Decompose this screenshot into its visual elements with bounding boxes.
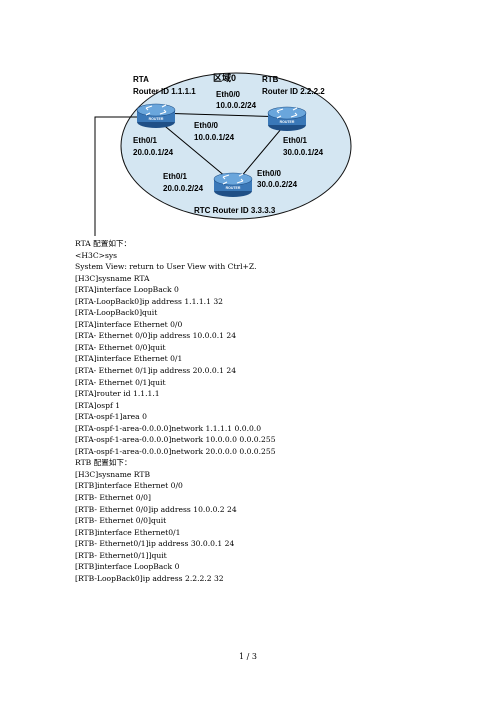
rtb-eth01-ip: 30.0.0.1/24: [283, 148, 324, 157]
page-number: 1 / 3: [239, 652, 257, 661]
link-rtb-rtc: [239, 121, 288, 179]
config-line: [RTA- Ethernet 0/1]quit: [75, 377, 166, 387]
config-line: [RTA-ospf-1]area 0: [75, 412, 147, 422]
router-rtb-icon-label: ROUTER: [280, 120, 295, 124]
config-line: [RTB- Ethernet0/1]]quit: [75, 550, 167, 560]
config-line: [RTA-ospf-1-area-0.0.0.0]network 1.1.1.1…: [75, 423, 262, 433]
config-line: [RTA]ospf 1: [75, 400, 121, 410]
config-line: [RTB]interface Ethernet0/1: [75, 527, 181, 537]
config-line: [RTA- Ethernet 0/1]ip address 20.0.0.1 2…: [75, 366, 237, 376]
config-line: [RTB-LoopBack0]ip address 2.2.2.2 32: [75, 573, 224, 583]
rta-eth00-name: Eth0/0: [194, 121, 219, 130]
router-rta-icon-label: ROUTER: [149, 117, 164, 121]
config-line: [RTA-LoopBack0]quit: [75, 308, 158, 318]
link-rta-rtb: [155, 112, 288, 118]
config-line: [RTA-ospf-1-area-0.0.0.0]network 20.0.0.…: [75, 446, 276, 456]
link-rta-rtc: [159, 121, 227, 178]
router-rtc-icon: ROUTER: [213, 172, 253, 197]
rtb-router-id: Router ID 2.2.2.2: [262, 87, 325, 96]
pointer-line: [94, 116, 139, 236]
config-line: RTB 配置如下：: [75, 458, 132, 468]
config-line: System View: return to User View with Ct…: [75, 262, 257, 272]
config-line: [RTA-LoopBack0]ip address 1.1.1.1 32: [75, 296, 223, 306]
rta-name: RTA: [133, 75, 149, 84]
rtb-eth01-name: Eth0/1: [283, 136, 308, 145]
config-line: [RTB]interface LoopBack 0: [75, 562, 180, 572]
config-line: [RTA]interface Ethernet 0/0: [75, 319, 183, 329]
router-rta-icon: ROUTER: [136, 103, 176, 128]
rta-router-id: Router ID 1.1.1.1: [133, 87, 196, 96]
config-line: [RTA]interface LoopBack 0: [75, 285, 179, 295]
rtb-name: RTB: [262, 75, 279, 84]
router-rtc-icon-label: ROUTER: [226, 186, 241, 190]
config-line: [RTB]interface Ethernet 0/0: [75, 481, 183, 491]
config-line: [RTB- Ethernet 0/0]: [75, 493, 151, 503]
rta-eth00-ip: 10.0.0.1/24: [194, 133, 235, 142]
area-label: 区域0: [213, 72, 236, 83]
config-line: [RTB- Ethernet0/1]ip address 30.0.0.1 24: [75, 539, 235, 549]
rtc-eth01-name: Eth0/1: [163, 172, 188, 181]
config-line: RTA 配置如下：: [75, 239, 132, 248]
config-line: [H3C]sysname RTB: [75, 469, 151, 479]
rtc-eth00-ip: 30.0.0.2/24: [257, 180, 298, 189]
rtc-eth01-ip: 20.0.0.2/24: [163, 184, 204, 193]
config-line: [RTA- Ethernet 0/0]ip address 10.0.0.1 2…: [75, 331, 237, 341]
config-line: [RTA]router id 1.1.1.1: [75, 389, 160, 399]
config-line: <H3C>sys: [75, 250, 118, 260]
config-line: [H3C]sysname RTA: [75, 273, 150, 283]
rtb-eth00-name: Eth0/0: [216, 90, 241, 99]
config-line: [RTB- Ethernet 0/0]ip address 10.0.0.2 2…: [75, 504, 237, 514]
config-line: [RTA]interface Ethernet 0/1: [75, 354, 183, 364]
network-topology-diagram: ROUTER ROUTER ROUTER 区域0 RTA Router ID 1…: [94, 72, 352, 236]
rtb-eth00-ip: 10.0.0.2/24: [216, 101, 257, 110]
rtc-eth00-name: Eth0/0: [257, 169, 282, 178]
rta-eth01-name: Eth0/1: [133, 136, 158, 145]
router-rtb-icon: ROUTER: [267, 106, 307, 131]
config-line: [RTA-ospf-1-area-0.0.0.0]network 10.0.0.…: [75, 435, 276, 445]
rta-eth01-ip: 20.0.0.1/24: [133, 148, 174, 157]
config-line: [RTB- Ethernet 0/0]quit: [75, 516, 167, 526]
config-line: [RTA- Ethernet 0/0]quit: [75, 342, 166, 352]
rtc-router-id: RTC Router ID 3.3.3.3: [194, 206, 276, 215]
